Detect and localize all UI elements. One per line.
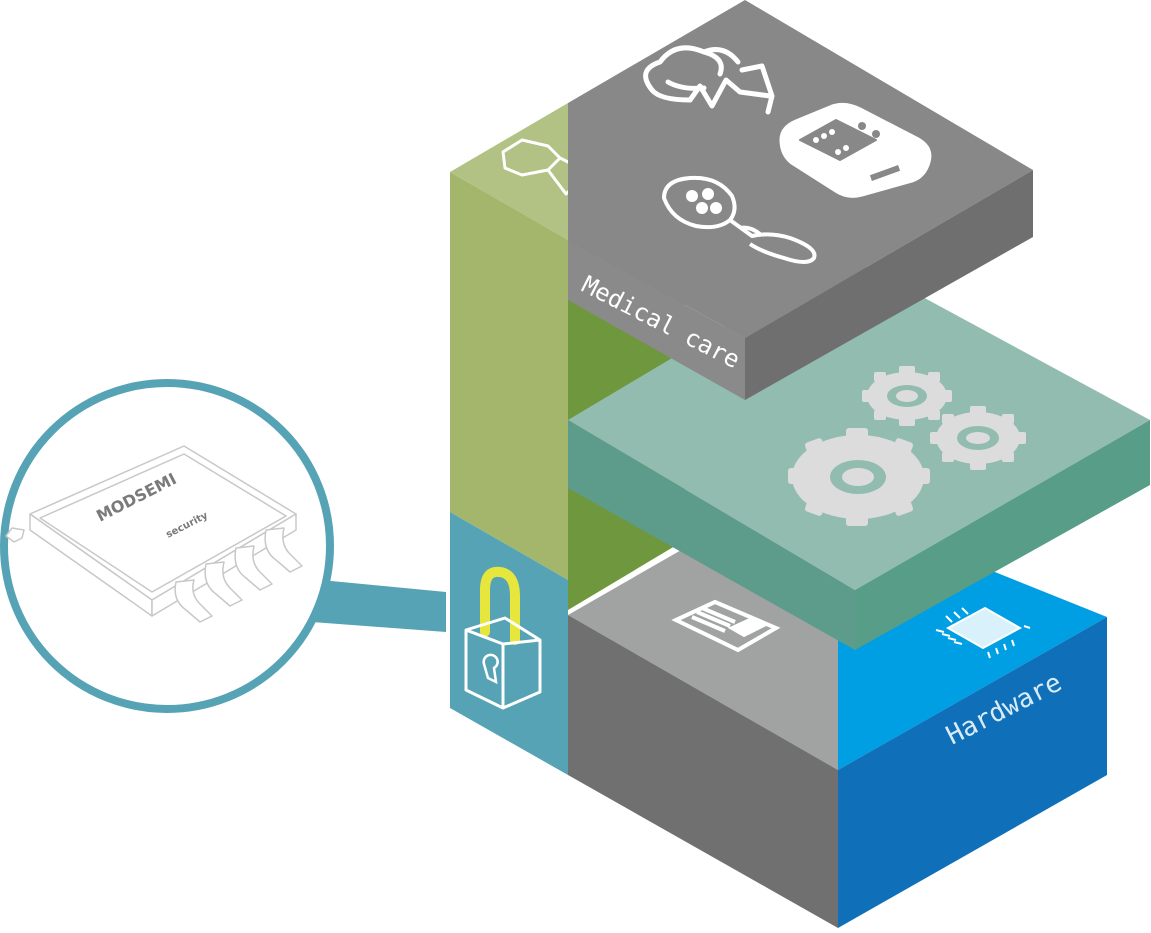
gear-icon [930, 406, 1026, 470]
microchip-icon [935, 606, 1031, 659]
heartbeat-cloud-icon [643, 45, 775, 115]
gear-icon [788, 428, 930, 526]
chip-illustration [5, 445, 303, 623]
document-icon [671, 599, 781, 653]
gear-icon [862, 366, 952, 426]
scanner-icon [662, 175, 817, 264]
glucose-meter-icon [779, 102, 932, 198]
chip-pins [174, 527, 303, 623]
padlock-icon [464, 566, 542, 710]
